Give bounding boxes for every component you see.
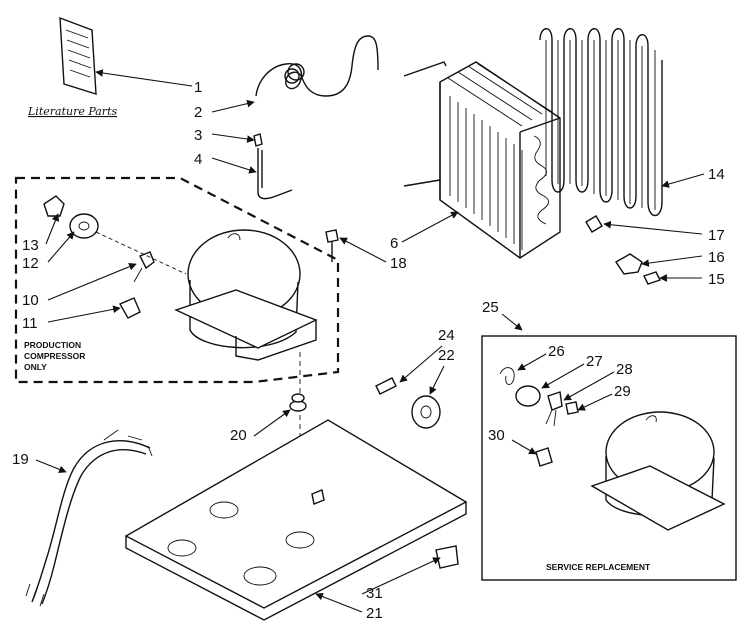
callout-18: 18 [390, 255, 407, 272]
callout-31: 31 [366, 585, 383, 602]
capillary-tube [255, 35, 379, 97]
callout-29: 29 [614, 383, 631, 400]
callout-3: 3 [194, 127, 202, 144]
overload-part [133, 251, 155, 283]
cover-part [69, 213, 99, 239]
accumulator-tube [257, 148, 293, 200]
service-replacement-box [481, 335, 737, 581]
literature-label: Literature Parts [27, 105, 117, 118]
callout-16: 16 [708, 249, 725, 266]
bracket-part [615, 253, 643, 275]
callout-17: 17 [708, 227, 725, 244]
callout-15: 15 [708, 271, 725, 288]
callout-20: 20 [230, 427, 247, 444]
clamp-part [119, 297, 141, 319]
callout-19: 19 [12, 451, 29, 468]
bolt-part [325, 229, 339, 262]
base-pan [124, 419, 468, 621]
production-label-line-1: PRODUCTION [24, 340, 81, 350]
service-compressor [590, 411, 726, 531]
callout-10: 10 [22, 292, 39, 309]
callout-22: 22 [438, 347, 455, 364]
condenser [403, 61, 561, 259]
production-compressor [174, 229, 318, 361]
callout-25: 25 [482, 299, 499, 316]
clip-part [585, 215, 603, 233]
callout-14: 14 [708, 166, 725, 183]
relay-part [43, 195, 65, 217]
literature-booklet [59, 16, 97, 95]
wire-harness [25, 429, 153, 607]
service-clamp [535, 447, 553, 467]
service-overload [545, 391, 563, 427]
seal-strip [375, 377, 397, 395]
service-clip [565, 401, 579, 415]
leader-lines [35, 69, 705, 613]
evaporator-coil [539, 28, 663, 217]
production-label-line-3: ONLY [24, 362, 47, 372]
callout-24: 24 [438, 327, 455, 344]
callout-21: 21 [366, 605, 383, 622]
callout-4: 4 [194, 151, 202, 168]
callout-1: 1 [194, 79, 202, 96]
callout-11: 11 [22, 315, 38, 332]
callout-12: 12 [22, 255, 39, 272]
leveling-leg [435, 545, 459, 569]
drier-filter [253, 133, 263, 147]
drain-wheel [411, 395, 441, 429]
callout-2: 2 [194, 104, 202, 121]
callout-6: 6 [390, 235, 398, 252]
grommet-part [289, 393, 307, 412]
callout-27: 27 [586, 353, 603, 370]
callout-13: 13 [22, 237, 39, 254]
service-label: SERVICE REPLACEMENT [546, 562, 651, 572]
production-label-line-2: COMPRESSOR [24, 351, 85, 361]
screw-part [643, 271, 661, 285]
callout-28: 28 [616, 361, 633, 378]
callout-30: 30 [488, 427, 505, 444]
service-relay [499, 367, 541, 407]
production-compressor-box [14, 176, 340, 384]
callout-26: 26 [548, 343, 565, 360]
